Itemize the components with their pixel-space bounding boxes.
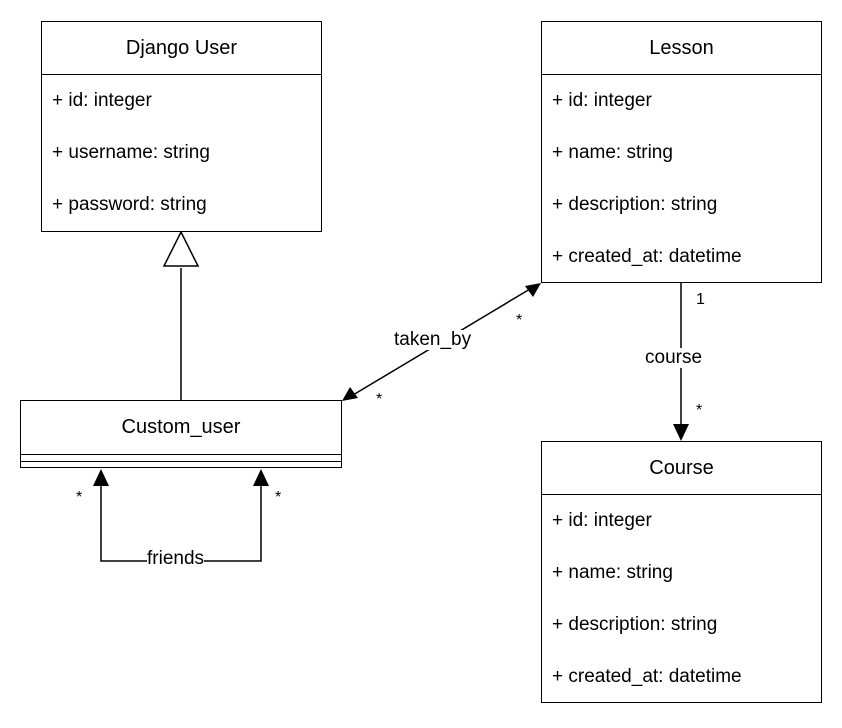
multiplicity-friends-right: * bbox=[275, 489, 282, 506]
multiplicity-course-lesson: 1 bbox=[696, 291, 705, 308]
attribute: + description: string bbox=[552, 614, 718, 635]
attribute: + created_at: datetime bbox=[552, 246, 742, 267]
class-name: Custom_user bbox=[121, 416, 241, 438]
attribute-divider bbox=[21, 454, 341, 455]
class-name: Course bbox=[542, 442, 821, 495]
course-arrowhead-icon bbox=[673, 424, 689, 441]
taken-by-arrowhead-custom-user-icon bbox=[342, 387, 358, 401]
class-name: Django User bbox=[42, 22, 321, 75]
multiplicity-taken-by-custom-user: * bbox=[376, 391, 383, 408]
multiplicity-friends-left: * bbox=[76, 489, 83, 506]
friends-arrowhead-right-icon bbox=[253, 469, 269, 486]
attribute: + username: string bbox=[52, 142, 210, 163]
taken-by-label: taken_by bbox=[394, 329, 472, 350]
class-django-user: Django User + id: integer + username: st… bbox=[41, 21, 322, 232]
attribute: + password: string bbox=[52, 194, 207, 215]
course-label: course bbox=[645, 347, 703, 368]
inheritance-triangle-icon bbox=[162, 230, 200, 267]
taken-by-arrowhead-lesson-icon bbox=[525, 283, 541, 297]
friends-label: friends bbox=[147, 548, 205, 569]
class-name: Lesson bbox=[542, 22, 821, 75]
multiplicity-course-course: * bbox=[696, 402, 703, 419]
class-lesson: Lesson + id: integer + name: string + de… bbox=[541, 21, 822, 283]
attribute: + id: integer bbox=[52, 90, 152, 111]
friends-arrowhead-left-icon bbox=[93, 469, 109, 486]
attribute: + id: integer bbox=[552, 90, 652, 111]
attribute: + id: integer bbox=[552, 510, 652, 531]
attribute: + created_at: datetime bbox=[552, 666, 742, 687]
multiplicity-taken-by-lesson: * bbox=[516, 312, 523, 329]
attribute: + name: string bbox=[552, 562, 673, 583]
class-course: Course + id: integer + name: string + de… bbox=[541, 441, 822, 703]
attribute: + name: string bbox=[552, 142, 673, 163]
method-divider bbox=[21, 461, 341, 462]
attribute: + description: string bbox=[552, 194, 718, 215]
class-custom-user: Custom_user bbox=[20, 400, 342, 468]
